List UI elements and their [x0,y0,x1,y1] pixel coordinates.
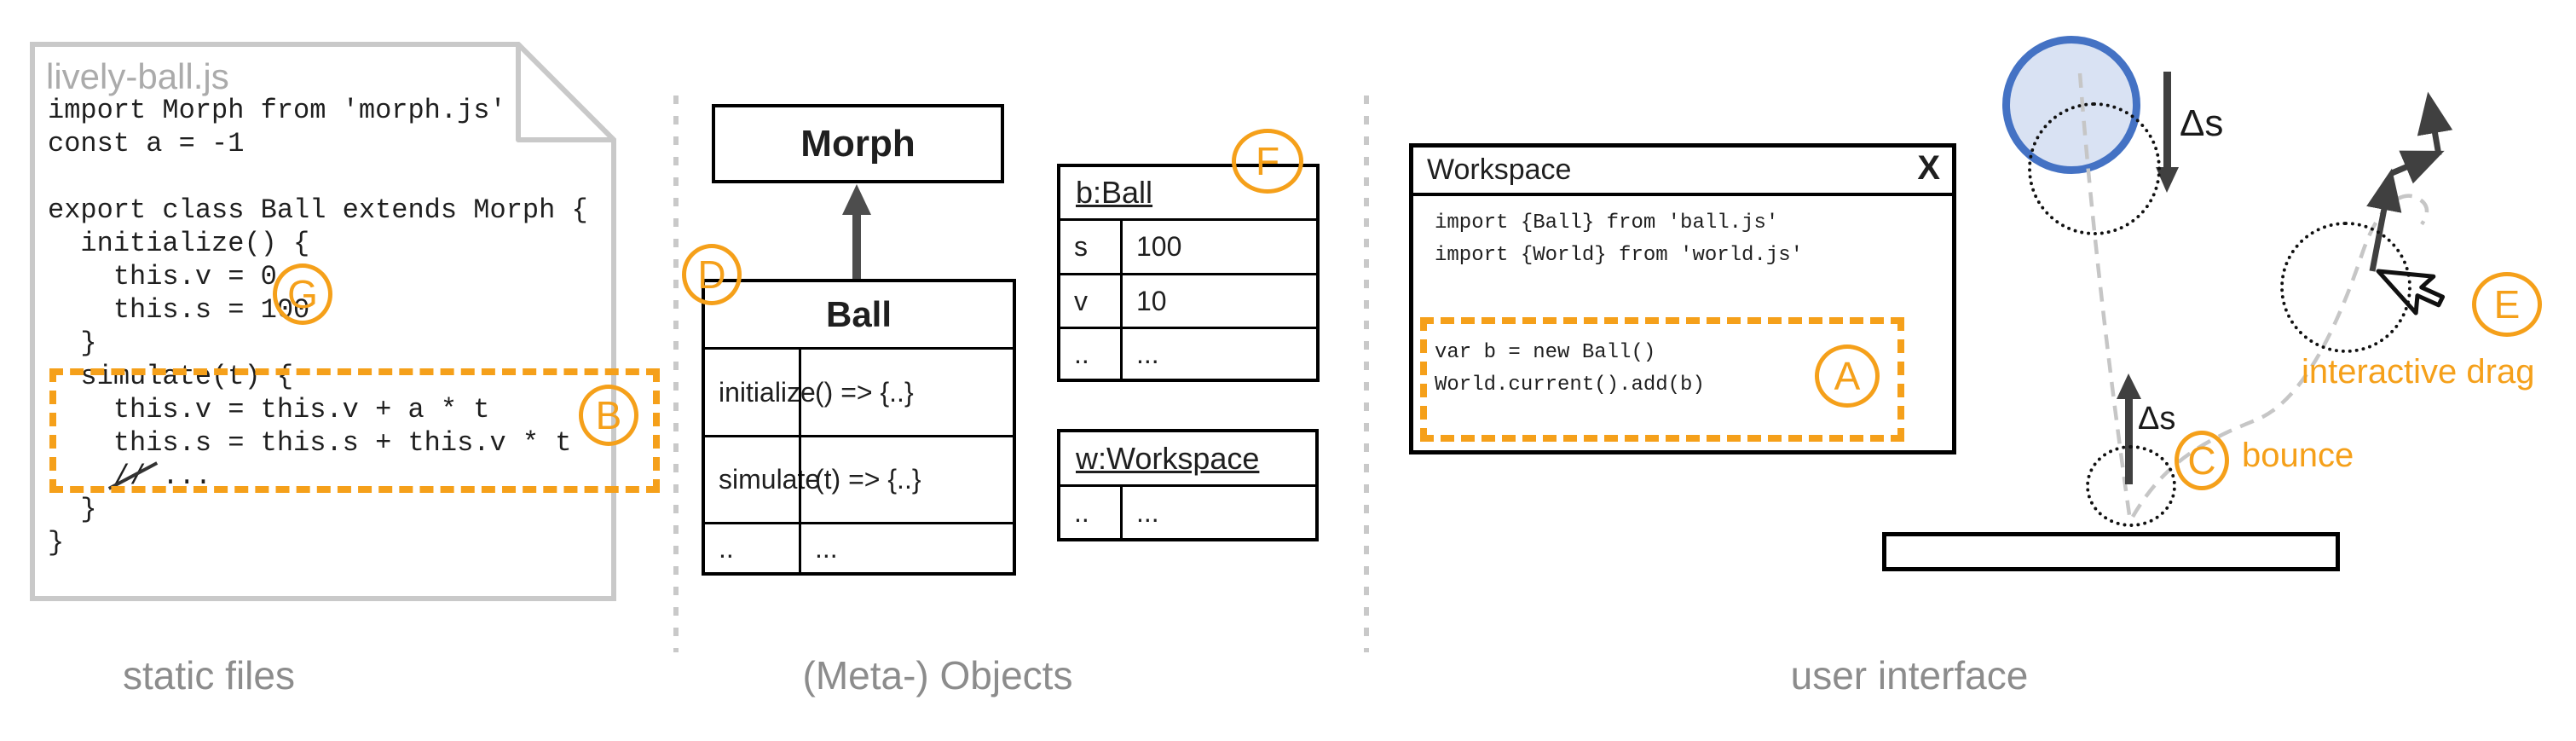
table-cell: s [1060,218,1120,273]
badge-f: F [1232,129,1303,194]
table-cell: (t) => {..} [799,435,1013,522]
section-divider-right [1364,96,1369,652]
workspace-instance-table: w:Workspace .. ... [1057,429,1319,541]
section-label-meta-objects: (Meta-) Objects [802,653,1073,698]
table-cell: .. [1060,484,1120,538]
ball-bounce-position-circle [2086,445,2176,527]
close-button[interactable]: X [1917,149,1940,187]
inheritance-arrow-icon [842,184,871,279]
highlight-box-simulate [49,368,660,493]
table-cell: 100 [1120,218,1316,273]
badge-a: A [1815,344,1880,408]
table-cell: 10 [1120,273,1316,327]
ball-class-table: Ball initialize () => {..} simulate (t) … [702,279,1016,576]
bounce-label: bounce [2242,437,2354,474]
ball-instance-title: b:Ball [1076,175,1153,210]
ball-instance-table: b:Ball s 100 v 10 .. ... [1057,164,1320,382]
table-cell: ... [1120,484,1315,538]
badge-d: D [682,244,742,305]
table-cell: initialize [705,347,816,435]
badge-g: G [273,263,332,325]
table-cell: .. [705,522,799,572]
ball-class-title: Ball [825,294,892,334]
table-cell: ... [1120,327,1316,379]
delta-s-down-arrow-icon [2156,72,2179,193]
morph-class-box: Morph [712,104,1004,183]
workspace-window: Workspace X import {Ball} from 'ball.js'… [1409,143,1956,454]
delta-s-up-arrow-icon [2117,373,2141,484]
table-cell: .. [1060,327,1120,379]
delta-s-label-top: Δs [2180,102,2224,144]
file-name-title: lively-ball.js [46,56,229,96]
badge-b: B [579,385,638,446]
highlight-box-workspace-code [1420,317,1904,442]
table-cell: v [1060,273,1120,327]
section-label-static-files: static files [123,653,295,698]
section-label-user-interface: user interface [1790,653,2029,698]
workspace-instance-title: w:Workspace [1076,440,1260,476]
workspace-code-editor[interactable]: import {Ball} from 'ball.js' import {Wor… [1435,211,1804,397]
interactive-drag-label: interactive drag [2302,353,2535,391]
ground-platform [1882,532,2340,571]
workspace-title: Workspace [1427,153,1572,186]
ball-previous-position-circle [2028,102,2161,235]
table-cell: simulate [705,435,820,522]
table-cell: () => {..} [799,347,1013,435]
ball-drag-position-circle [2280,222,2411,353]
table-cell: ... [799,522,1013,572]
badge-c: C [2175,431,2229,490]
delta-s-label-bottom: Δs [2138,401,2176,437]
badge-e: E [2472,272,2542,337]
workspace-titlebar: Workspace X [1413,148,1952,196]
section-divider-left [673,96,679,652]
